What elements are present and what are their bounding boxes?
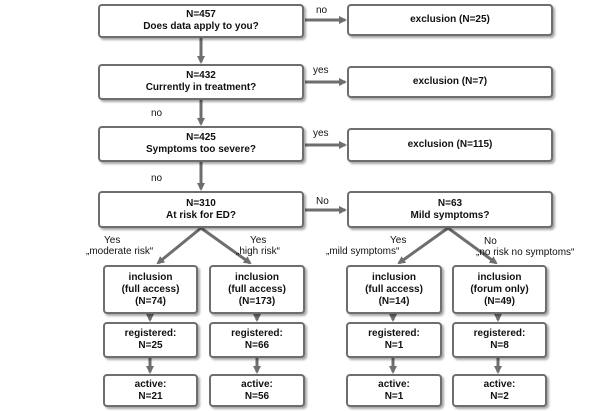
node-n425-question: Symptoms too severe? bbox=[145, 144, 257, 155]
label-no-norisk: No „no risk no symptoms“ bbox=[476, 236, 574, 258]
node-inc14-line3: (N=14) bbox=[378, 295, 410, 307]
node-act56-line2: N=56 bbox=[244, 390, 270, 402]
node-excl115: exclusion (N=115) bbox=[347, 128, 553, 162]
node-inc49: inclusion (forum only) (N=49) bbox=[452, 265, 547, 314]
node-excl25: exclusion (N=25) bbox=[347, 4, 553, 36]
arrow-63-to-inc14 bbox=[397, 226, 449, 265]
node-reg66: registered: N=66 bbox=[209, 322, 305, 358]
node-reg25-line2: N=25 bbox=[138, 340, 163, 351]
node-n310-count: N=310 bbox=[186, 197, 216, 209]
node-inc173-line3: (N=173) bbox=[238, 295, 276, 307]
node-n63: N=63 Mild symptoms? bbox=[347, 191, 553, 228]
node-n457: N=457 Does data apply to you? bbox=[98, 4, 304, 38]
label-yes-425: yes bbox=[313, 128, 329, 139]
node-act56-line1: active: bbox=[241, 378, 273, 390]
node-inc173: inclusion (full access) (N=173) bbox=[209, 265, 305, 314]
label-yes-moderate-1: Yes bbox=[104, 235, 121, 246]
node-reg8-line2: N=8 bbox=[490, 340, 509, 351]
node-reg8-line1: registered: bbox=[473, 328, 526, 339]
node-reg25: registered: N=25 bbox=[103, 322, 198, 358]
node-act56: active: N=56 bbox=[209, 374, 305, 407]
label-yes-mild: Yes „mild symptoms“ bbox=[326, 235, 406, 257]
node-inc14-line2: (full access) bbox=[365, 283, 423, 295]
node-inc49-line1: inclusion bbox=[477, 271, 522, 283]
label-no-432: no bbox=[151, 108, 163, 119]
label-no-310: No bbox=[316, 196, 329, 207]
node-reg25-line1: registered: bbox=[124, 328, 177, 339]
label-no-425: no bbox=[151, 173, 163, 184]
node-act2: active: N=2 bbox=[452, 374, 547, 407]
node-act21: active: N=21 bbox=[103, 374, 198, 407]
node-excl25-text: exclusion (N=25) bbox=[410, 14, 490, 25]
node-inc173-line2: (full access) bbox=[228, 283, 286, 295]
arrow-63-to-inc49 bbox=[447, 226, 498, 265]
node-inc74-line3: (N=74) bbox=[135, 295, 166, 307]
label-no-norisk-2: „no risk no symptoms“ bbox=[476, 247, 575, 258]
node-n63-question: Mild symptoms? bbox=[410, 209, 490, 221]
node-n425: N=425 Symptoms too severe? bbox=[98, 126, 304, 162]
node-inc173-line1: inclusion bbox=[235, 271, 279, 283]
label-yes-432: yes bbox=[313, 65, 329, 76]
node-n457-question: Does data apply to you? bbox=[143, 21, 259, 32]
node-reg1-line2: N=1 bbox=[384, 340, 404, 351]
node-n432: N=432 Currently in treatment? bbox=[98, 64, 304, 100]
node-n457-count: N=457 bbox=[186, 9, 216, 20]
node-n425-count: N=425 bbox=[186, 132, 216, 143]
label-no-457: no bbox=[316, 5, 328, 16]
node-n432-question: Currently in treatment? bbox=[145, 82, 257, 93]
node-inc14: inclusion (full access) (N=14) bbox=[346, 265, 442, 314]
label-yes-high-1: Yes bbox=[250, 235, 267, 246]
label-no-norisk-1: No bbox=[484, 236, 497, 247]
label-yes-moderate: Yes „moderate risk“ bbox=[86, 235, 153, 257]
node-n310-question: At risk for ED? bbox=[165, 209, 236, 221]
node-reg1-line1: registered: bbox=[368, 328, 420, 339]
arrow-310-to-inc173 bbox=[200, 226, 252, 265]
node-excl115-text: exclusion (N=115) bbox=[407, 139, 493, 150]
node-act21-line2: N=21 bbox=[138, 390, 163, 402]
node-act1-line1: active: bbox=[378, 378, 410, 390]
label-yes-high-2: „high risk“ bbox=[236, 246, 280, 257]
node-excl7-text: exclusion (N=7) bbox=[412, 76, 488, 87]
node-reg8: registered: N=8 bbox=[452, 322, 547, 358]
label-yes-high: Yes „high risk“ bbox=[236, 235, 280, 257]
node-act1: active: N=1 bbox=[346, 374, 442, 407]
label-yes-mild-1: Yes bbox=[390, 235, 407, 246]
node-act1-line2: N=1 bbox=[384, 390, 404, 402]
node-inc49-line3: (N=49) bbox=[484, 295, 515, 307]
node-reg66-line2: N=66 bbox=[244, 340, 270, 351]
node-inc49-line2: (forum only) bbox=[470, 283, 529, 295]
node-reg1: registered: N=1 bbox=[346, 322, 442, 358]
node-act2-line1: active: bbox=[483, 378, 516, 390]
node-act2-line2: N=2 bbox=[490, 390, 509, 402]
arrow-310-to-inc74 bbox=[156, 226, 202, 265]
node-n432-count: N=432 bbox=[186, 70, 216, 81]
node-inc74: inclusion (full access) (N=74) bbox=[103, 265, 198, 314]
node-inc74-line2: (full access) bbox=[121, 283, 180, 295]
node-n310: N=310 At risk for ED? bbox=[98, 191, 304, 228]
label-yes-mild-2: „mild symptoms“ bbox=[326, 246, 400, 257]
node-excl7: exclusion (N=7) bbox=[347, 66, 553, 98]
node-inc74-line1: inclusion bbox=[128, 271, 173, 283]
node-act21-line1: active: bbox=[134, 378, 167, 390]
node-n63-count: N=63 bbox=[437, 197, 463, 209]
node-reg66-line1: registered: bbox=[231, 328, 283, 339]
label-yes-moderate-2: „moderate risk“ bbox=[86, 246, 154, 257]
node-inc14-line1: inclusion bbox=[372, 271, 416, 283]
